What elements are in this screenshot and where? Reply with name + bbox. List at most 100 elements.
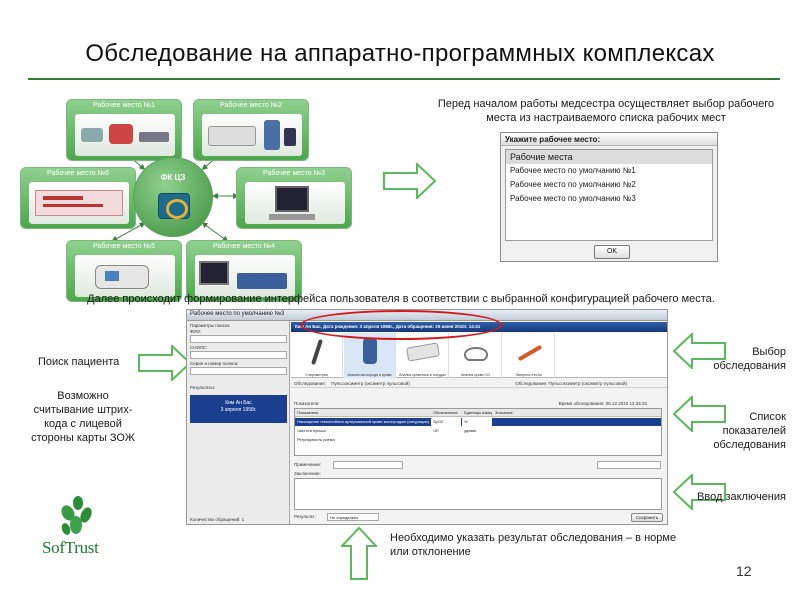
- workplace-list[interactable]: Рабочие места Рабочее место по умолчанию…: [505, 149, 713, 241]
- device-image-5: [75, 255, 175, 297]
- table-header-cell: Значение: [495, 410, 513, 415]
- hub-label: ФК ЦЗ: [160, 173, 186, 182]
- block-arrow-left-icon: [672, 396, 726, 432]
- table-cell: уд/мин: [464, 428, 477, 433]
- co-analyzer-icon: [464, 347, 488, 361]
- tool-express-tests[interactable]: Экспресс-тесты: [503, 333, 555, 378]
- fio-label: ФИО:: [190, 329, 202, 334]
- caption-result-note: Необходимо указать результат обследовани…: [390, 532, 677, 558]
- workplace-card-1: Рабочее место №1: [66, 99, 182, 161]
- result-select[interactable]: Не определено: [327, 513, 379, 521]
- caption-indicator-list: Список показателей обследования: [713, 411, 786, 451]
- pulse-oximeter-icon: [363, 338, 377, 364]
- page-number: 12: [736, 563, 752, 579]
- ok-button[interactable]: OK: [594, 245, 630, 259]
- title-underline: [28, 78, 780, 80]
- health-center-logo-icon: [158, 193, 190, 219]
- workplace-card-4: Рабочее место №4: [186, 240, 302, 302]
- table-cell: Регулярность ритма: [297, 437, 335, 442]
- caption-choose-exam: Выбор обследования: [713, 346, 786, 372]
- workplace-card-5: Рабочее место №5: [66, 240, 182, 302]
- result-label: Результат:: [294, 514, 316, 519]
- workplace-card-3: Рабочее место №3: [236, 167, 352, 229]
- workplace-card-label: Рабочее место №5: [92, 243, 156, 250]
- leaf-logo-icon: [61, 496, 92, 535]
- tool-spirometry[interactable]: Спирометрия: [291, 333, 343, 378]
- table-cell: Частота пульса: [297, 428, 326, 433]
- exam-info-bar: Обследование: Пульсоксиметр (оксиметр пу…: [291, 379, 667, 388]
- workplace-card-label: Рабочее место №1: [92, 102, 156, 109]
- tool-caption: Анализ крови СО: [461, 373, 490, 377]
- block-arrow-up-icon: [341, 526, 377, 580]
- slide-title: Обследование на аппаратно-программных ко…: [85, 40, 715, 67]
- snils-label: СНИЛС:: [190, 345, 208, 350]
- tool-blood-oxygen[interactable]: Анализ кислорода в крови: [344, 333, 396, 378]
- exam-label: Обследование:: [294, 381, 327, 386]
- tool-blood-co[interactable]: Анализ крови СО: [450, 333, 502, 378]
- workplace-card-label: Рабочее место №3: [262, 170, 326, 177]
- table-header-cell: Показатель: [297, 410, 319, 415]
- exam-right-label: Обследование: Пульсоксиметр (оксиметр пу…: [515, 381, 627, 386]
- device-image-1: [75, 114, 175, 156]
- search-params-label: Параметры поиска: [190, 323, 230, 328]
- indicators-table[interactable]: Показатель Обозначение Единицы измерения…: [294, 408, 662, 456]
- table-row[interactable]: Частота пульса ЧП уд/мин: [295, 427, 661, 435]
- workplace-list-item[interactable]: Рабочее место по умолчанию №2: [510, 180, 636, 189]
- device-image-4: [195, 255, 295, 297]
- workplace-select-dialog: Укажите рабочее место: Рабочие места Раб…: [500, 132, 718, 262]
- workplace-card-2: Рабочее место №2: [193, 99, 309, 161]
- conclusion-textarea[interactable]: [294, 478, 662, 510]
- block-arrow-right-icon: [383, 163, 437, 199]
- caption-interface-forming: Далее происходит формирование интерфейса…: [87, 293, 715, 305]
- exam-time: Время обследования: 06.12.2010 12:34:32: [558, 401, 647, 406]
- remark-label: Примечание:: [294, 462, 322, 467]
- table-row[interactable]: Регулярность ритма: [295, 436, 661, 444]
- exam-value: Пульсоксиметр (оксиметр пульсовой): [331, 381, 410, 386]
- doppler-icon: [406, 342, 440, 362]
- table-cell: SpO2: [431, 418, 461, 426]
- conclusion-label: Заключение:: [294, 471, 321, 476]
- exam-tool-row: Спирометрия Анализ кислорода в крови Ана…: [291, 333, 667, 378]
- spirometer-icon: [311, 339, 323, 365]
- workplace-list-header: Рабочие места: [506, 150, 712, 164]
- tool-caption: Анализ кровотока в сосудах: [399, 373, 446, 377]
- device-image-2: [202, 114, 302, 156]
- tool-caption: Анализ кислорода в крови: [347, 373, 392, 377]
- tool-caption: Экспресс-тесты: [515, 373, 542, 377]
- tool-caption: Спирометрия: [305, 373, 328, 377]
- save-button[interactable]: Сохранить: [631, 513, 663, 522]
- indicators-label: Показатели:: [294, 401, 320, 406]
- table-row[interactable]: Насыщение гемоглобина артериальной крови…: [295, 418, 661, 426]
- block-arrow-left-icon: [672, 333, 726, 369]
- workplace-list-item[interactable]: Рабочее место по умолчанию №1: [510, 166, 636, 175]
- caption-barcode-note: Возможно считывание штрих-кода с лицевой…: [31, 390, 135, 444]
- block-arrow-left-icon: [672, 474, 726, 510]
- selected-patient-card[interactable]: Ким Ан Бас 3 апреля 1958г.: [190, 395, 287, 423]
- workplace-list-item[interactable]: Рабочее место по умолчанию №3: [510, 194, 636, 203]
- snils-input[interactable]: [190, 351, 287, 359]
- fio-input[interactable]: [190, 335, 287, 343]
- table-cell: Насыщение гемоглобина артериальной крови…: [297, 419, 429, 424]
- selected-patient-name: Ким Ан Бас: [225, 400, 252, 406]
- table-cell: %: [462, 418, 492, 426]
- value-stepper[interactable]: [597, 461, 661, 469]
- table-header-cell: Единицы измерения: [464, 410, 492, 415]
- exam-main-panel: Ким Ан Бас, Дата рождения: 3 апреля 1958…: [291, 321, 667, 524]
- tool-blood-flow[interactable]: Анализ кровотока в сосудах: [397, 333, 449, 378]
- selected-patient-date: 3 апреля 1958г.: [220, 407, 257, 413]
- caption-enter-conclusion: Ввод заключения: [697, 491, 786, 503]
- workplace-card-label: Рабочее место №2: [219, 102, 283, 109]
- table-cell: ЧП: [433, 428, 439, 433]
- block-arrow-right-icon: [138, 345, 192, 381]
- policy-label: Серия и номер полиса:: [190, 361, 239, 366]
- workplace-card-label: Рабочее место №6: [46, 170, 110, 177]
- visit-count-label: Количество обращений: 1: [190, 517, 245, 522]
- results-label: Результаты:: [190, 385, 215, 390]
- remark-input[interactable]: [333, 461, 403, 469]
- workplace-card-6: Рабочее место №6: [20, 167, 136, 229]
- caption-patient-search: Поиск пациента: [38, 356, 120, 368]
- dialog-title: Укажите рабочее место:: [501, 133, 717, 146]
- central-hub: ФК ЦЗ: [133, 157, 213, 237]
- policy-input[interactable]: [190, 367, 287, 375]
- device-image-6: [29, 182, 129, 224]
